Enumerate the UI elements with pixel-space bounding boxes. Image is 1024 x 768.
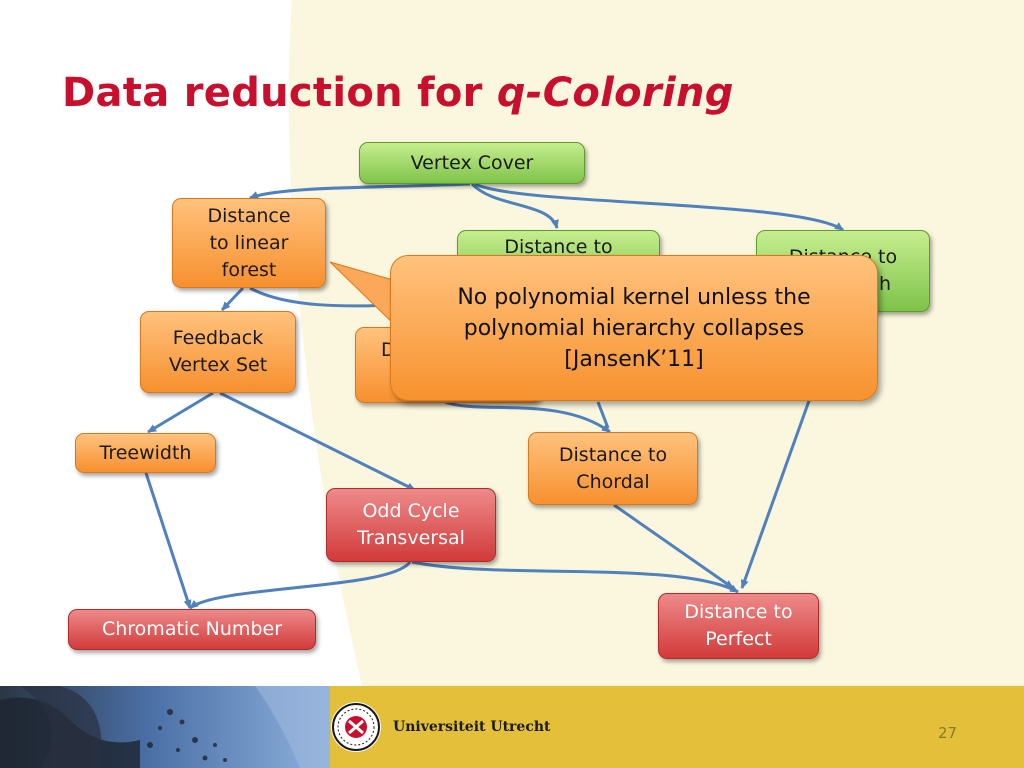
node-feedback-vertex-set: Feedback Vertex Set xyxy=(140,311,296,393)
node-treewidth: Treewidth xyxy=(75,433,216,473)
node-dist-a-line1: Distance to xyxy=(504,236,613,258)
node-dlf-line3: forest xyxy=(221,258,277,281)
node-fvs-line1: Feedback xyxy=(172,327,264,349)
node-oct-line1: Odd Cycle xyxy=(362,500,460,522)
edge-vc-to-dlf xyxy=(249,182,471,200)
edge-chordal-to-perfect xyxy=(613,503,734,590)
edge-callout-to-chordal xyxy=(596,401,610,429)
node-distance-to-chordal: Distance to Chordal xyxy=(528,432,698,505)
edge-dlf-to-fvs xyxy=(220,286,245,312)
page-number: 27 xyxy=(938,724,958,742)
university-seal xyxy=(331,702,381,752)
edge-hidden-to-chordal xyxy=(444,400,611,434)
gold-band xyxy=(300,686,1024,768)
callout-line2: polynomial hierarchy collapses xyxy=(463,315,805,341)
edge-right-to-perfect xyxy=(740,397,812,589)
node-distance-to-perfect: Distance to Perfect xyxy=(658,593,819,659)
callout-line1: No polynomial kernel unless the xyxy=(457,284,811,310)
edge-tw-to-cn xyxy=(144,472,192,609)
callout-box: No polynomial kernel unless the polynomi… xyxy=(390,255,878,401)
node-cn-label: Chromatic Number xyxy=(101,618,283,640)
callout-text: No polynomial kernel unless the polynomi… xyxy=(457,282,810,375)
edge-fvs-to-oct xyxy=(219,391,416,492)
edge-vc-to-dist-a xyxy=(470,182,559,229)
node-chordal-line1: Distance to xyxy=(558,443,668,466)
node-perfect-line1: Distance to xyxy=(684,601,793,623)
node-dlf-line2: to linear xyxy=(209,231,289,254)
node-oct-line2: Transversal xyxy=(357,527,465,549)
callout-line3: [JansenK’11] xyxy=(564,346,704,372)
node-fvs-line2: Vertex Set xyxy=(168,354,268,376)
edge-dlf-to-hidden xyxy=(249,286,401,308)
slide-title: Data reduction for q-Coloring xyxy=(62,70,734,116)
edge-oct-to-cn xyxy=(189,560,412,610)
node-vertex-cover-label: Vertex Cover xyxy=(410,151,534,174)
node-distance-linear-forest: Distance to linear forest xyxy=(172,198,326,288)
node-vertex-cover: Vertex Cover xyxy=(359,142,585,184)
node-chromatic-number: Chromatic Number xyxy=(68,609,316,650)
node-tw-label: Treewidth xyxy=(99,441,192,464)
node-dist-b-line2: h xyxy=(878,273,891,295)
title-main: Data reduction for xyxy=(62,70,497,116)
edge-fvs-to-tw xyxy=(147,391,214,434)
node-odd-cycle-transversal: Odd Cycle Transversal xyxy=(326,488,496,562)
node-dlf-line1: Distance xyxy=(207,204,291,227)
node-perfect-line2: Perfect xyxy=(705,628,772,650)
node-chordal-line2: Chordal xyxy=(576,470,650,493)
title-italic: q-Coloring xyxy=(496,70,734,116)
university-name: Universiteit Utrecht xyxy=(393,719,551,735)
edge-vc-to-dist-b xyxy=(474,182,844,232)
edge-oct-to-perfect xyxy=(411,560,739,594)
